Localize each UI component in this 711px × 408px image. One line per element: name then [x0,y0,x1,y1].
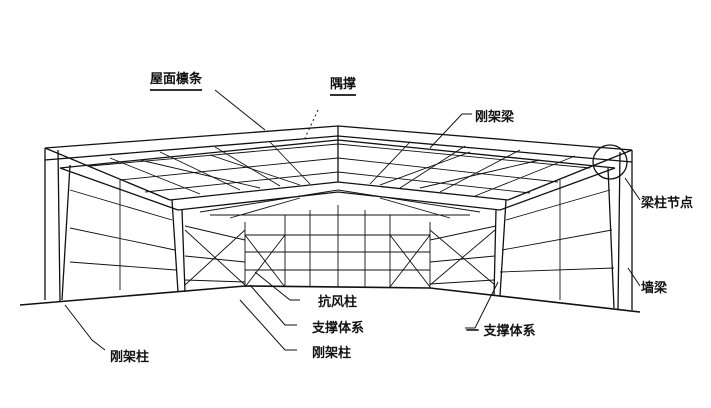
label-wind-column: 抗风柱 [318,295,358,310]
label-frame-column-left: 刚架柱 [110,350,150,365]
side-walls [69,180,615,300]
roof-purlins [89,141,591,197]
label-frame-column-center: 刚架柱 [312,346,352,361]
back-wall [199,189,481,288]
leader-lines [64,89,641,351]
ground-line [19,285,641,313]
label-roof-purlin: 屋面檩条 [150,68,203,91]
label-beam-column-joint: 梁柱节点 [641,196,694,211]
joint-highlight-circle [592,144,628,180]
label-bracing-system-center: 支撑体系 [312,321,365,336]
back-frame [169,181,509,297]
label-frame-beam: 刚架梁 [475,110,515,125]
label-knee-brace: 隅撑 [330,73,357,96]
label-bracing-system-right: 一 支撑体系 [466,324,536,339]
label-wall-girt: 墙梁 [641,281,668,296]
